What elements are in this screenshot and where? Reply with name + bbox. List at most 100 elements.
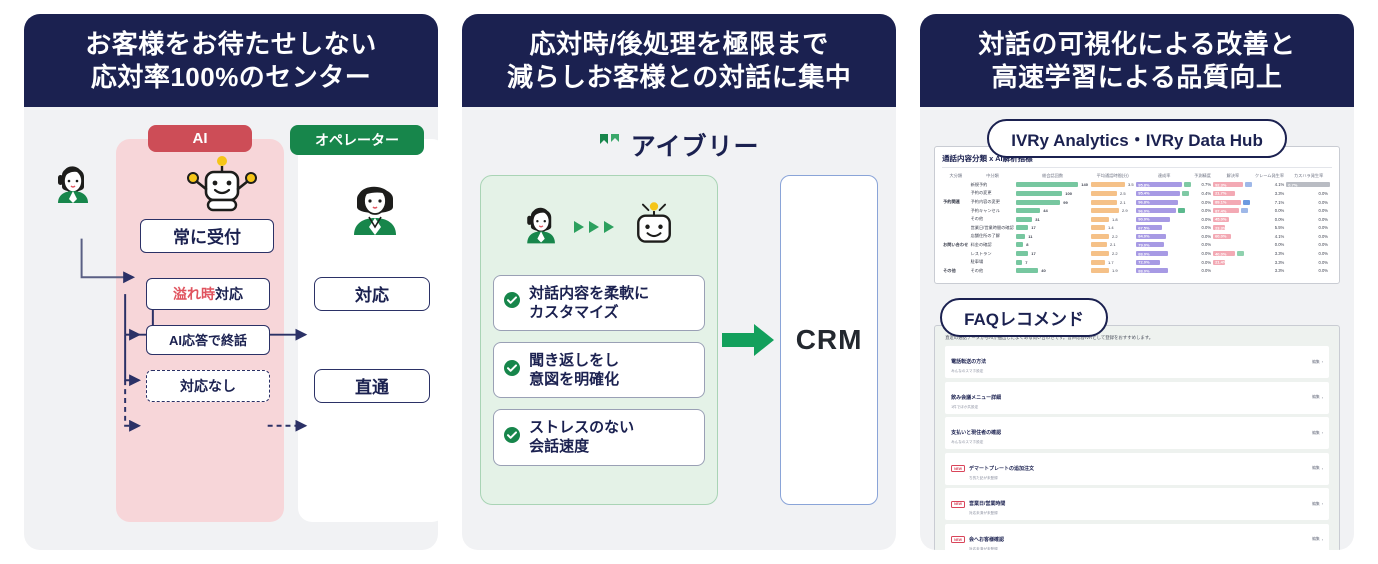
ai-robot-icon: [178, 155, 266, 226]
solve-bar: 0.0%: [1215, 242, 1225, 248]
customer-calling-icon: [518, 199, 566, 254]
group-label: [942, 258, 970, 267]
subgroup-label: 予約内容の変更: [970, 199, 1000, 205]
feature-line-2: 意図を明確化: [529, 371, 620, 389]
crm-box[interactable]: CRM: [780, 174, 879, 505]
faq-title: 支払いと現住者の確認: [951, 430, 1002, 437]
subgroup-label: 営業日/営業時間の確認: [970, 224, 1014, 230]
faq-row[interactable]: 電話転送の方法みんなのスマホ設定編集 ›: [945, 346, 1329, 379]
faq-action[interactable]: 編集 ›: [1312, 395, 1323, 400]
node-overflow-handling[interactable]: 溢れ時対応: [146, 277, 270, 310]
panel-availability-body: AI オペレーター: [24, 106, 439, 550]
analytics-pill-wrap: IVRy Analytics・IVRy Data Hub: [934, 118, 1340, 158]
prediction-value: 0.7%: [1201, 182, 1212, 188]
group-label: [942, 232, 970, 241]
feature-item[interactable]: 対話内容を柔軟に カスタマイズ: [493, 274, 706, 331]
subgroup-label: レストラン: [970, 250, 992, 256]
count-bar: 140: [1015, 181, 1090, 190]
title-line-2: 応対率100%のセンター: [90, 62, 372, 93]
feature-item[interactable]: 聞き返しをし 意図を明確化: [493, 341, 706, 399]
new-badge: NEW: [951, 500, 965, 508]
group-label: [942, 215, 970, 224]
analytics-table: 大分類中分類総会話回数平均通話時間(分)達成率予測精度解決率クレーム発生率カスハ…: [942, 171, 1332, 276]
rate-bar: 95.8%: [1135, 181, 1193, 190]
claim-value: 3.3%: [1274, 251, 1285, 257]
faq-action[interactable]: 編集 ›: [1312, 466, 1323, 471]
solve-bar: 21.4%: [1213, 259, 1227, 265]
group-label: [942, 224, 970, 233]
node-ai-end-call[interactable]: AI応答で終話: [146, 324, 270, 355]
faq-pill[interactable]: FAQレコメンド: [940, 298, 1109, 338]
chevron-right-icon: ›: [1321, 360, 1323, 365]
analytics-screenshot: 通話内容分類 x AI解析指標 大分類中分類総会話回数平均通話時間(分)達成率予…: [934, 145, 1340, 285]
rate-bar: 88.0%: [1135, 266, 1193, 275]
title-line-1: 応対時/後処理を極限まで: [529, 29, 829, 59]
subgroup-label: 店舗住所の了解: [970, 233, 1000, 239]
solve-bar: 0.0%: [1215, 268, 1225, 274]
panel-efficiency-title: 応対時/後処理を極限まで 減らしお客様との対話に集中: [462, 14, 897, 107]
faq-action[interactable]: 編集 ›: [1312, 430, 1323, 436]
subgroup-label: その他: [970, 267, 984, 273]
faq-action[interactable]: 編集 ›: [1312, 501, 1323, 507]
ai-robot-icon: [628, 199, 680, 254]
rate-bar: 96.0%: [1135, 206, 1193, 215]
faq-action[interactable]: 編集 ›: [1312, 359, 1323, 365]
time-bar: 2.9: [1090, 206, 1135, 215]
rate-bar: 67.5%: [1135, 224, 1193, 233]
claim-value: 4.1%: [1274, 233, 1285, 239]
prediction-value: 0.0%: [1201, 268, 1212, 274]
node-always-accept[interactable]: 常に受付: [140, 218, 274, 253]
panel-analytics-body: IVRy Analytics・IVRy Data Hub 通話内容分類 x AI…: [920, 106, 1354, 550]
overflow-highlight: 溢れ時: [173, 285, 215, 302]
efficiency-flow: 対話内容を柔軟に カスタマイズ 聞き返しをし 意図を明確化: [480, 174, 879, 505]
prediction-value: 0.0%: [1201, 251, 1212, 257]
feature-line-2: 会話速度: [529, 438, 590, 456]
node-no-response[interactable]: 対応なし: [146, 369, 270, 402]
chevron-right-icon: ›: [1321, 431, 1323, 436]
prediction-value: 0.0%: [1201, 225, 1212, 231]
time-bar: 2.5: [1090, 189, 1135, 198]
feature-item[interactable]: ストレスのない 会話速度: [493, 409, 706, 466]
faq-action[interactable]: 編集 ›: [1312, 537, 1323, 542]
faq-title: 飲み会議メニュー詳細: [951, 394, 1002, 401]
prediction-value: 0.0%: [1201, 259, 1212, 265]
harass-bar: 0.0%: [1318, 216, 1328, 222]
faq-row[interactable]: 支払いと現住者の確認みんなのスマホ設定編集 ›: [945, 417, 1329, 450]
ai-tag: AI: [148, 124, 252, 152]
solve-bar: 89.1%: [1212, 198, 1254, 207]
customer-calling-icon: [48, 157, 100, 214]
table-header-row: 大分類中分類総会話回数平均通話時間(分)達成率予測精度解決率クレーム発生率カスハ…: [942, 171, 1332, 181]
prediction-value: 0.4%: [1201, 190, 1212, 196]
panel-analytics-title: 対話の可視化による改善と 高速学習による品質向上: [920, 14, 1354, 107]
green-arrow-icon: [718, 175, 780, 505]
harass-bar: 0.7%: [1285, 181, 1332, 190]
chevron-right-icon: ›: [1321, 395, 1323, 400]
time-bar: 1.8: [1090, 215, 1135, 224]
time-bar: 2.1: [1090, 241, 1135, 250]
faq-main: 電話転送の方法みんなのスマホ設定: [951, 350, 1308, 374]
prediction-value: 0.0%: [1201, 233, 1212, 239]
faq-title: 電話転送の方法: [951, 359, 987, 366]
group-label: その他: [943, 267, 956, 273]
node-direct-line[interactable]: 直通: [314, 368, 430, 403]
feature-line-1: 対話内容を柔軟に: [529, 284, 650, 302]
analytics-pill[interactable]: IVRy Analytics・IVRy Data Hub: [987, 118, 1287, 158]
node-operator-handle[interactable]: 対応: [314, 276, 430, 311]
